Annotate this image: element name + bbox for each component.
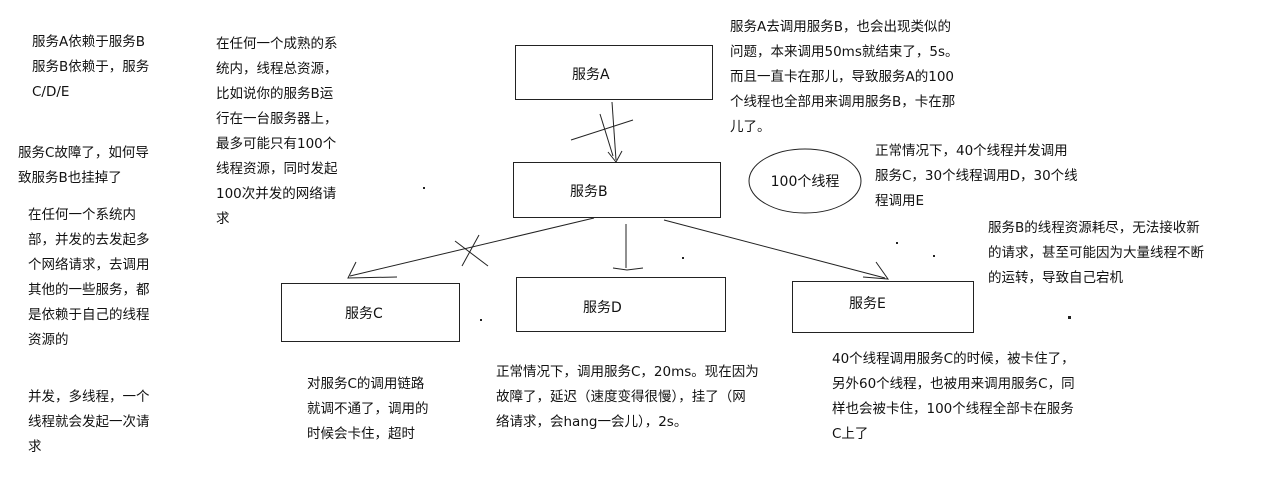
arrow-b-to-d	[612, 224, 644, 271]
service-b-box[interactable]: 服务B	[513, 162, 721, 218]
arrow-b-to-c	[347, 217, 595, 279]
service-b-label: 服务B	[570, 184, 608, 200]
note-question: 服务C故障了，如何导 致服务B也挂掉了	[18, 145, 149, 186]
note-system-concurrency: 在任何一个系统内 部，并发的去发起多 个网络请求，去调用 其他的一些服务，都 是…	[28, 207, 150, 348]
thread-pool-label: 100个线程	[771, 174, 840, 190]
service-d-box[interactable]: 服务D	[516, 277, 726, 332]
note-exhausted: 服务B的线程资源耗尽，无法接收新 的请求，甚至可能因为大量线程不断 的运转，导致…	[988, 220, 1204, 286]
note-normal-distribution: 正常情况下，40个线程并发调用 服务C，30个线程调用D，30个线 程调用E	[875, 143, 1078, 209]
service-d-label: 服务D	[583, 300, 622, 316]
note-dependency: 服务A依赖于服务B 服务B依赖于，服务 C/D/E	[32, 34, 150, 100]
note-multi-thread: 并发，多线程，一个 线程就会发起一次请 求	[28, 389, 150, 455]
note-thread-resource: 在任何一个成熟的系 统内，线程总资源， 比如说你的服务B运 行在一台服务器上， …	[216, 36, 338, 227]
service-e-box[interactable]: 服务E	[792, 281, 974, 333]
thread-pool-ellipse	[748, 148, 862, 214]
service-e-label: 服务E	[849, 296, 886, 312]
service-c-label: 服务C	[345, 306, 383, 322]
note-chain-broken: 对服务C的调用链路 就调不通了，调用的 时候会卡住，超时	[307, 376, 429, 442]
note-service-a-stuck: 服务A去调用服务B，也会出现类似的 问题，本来调用50ms就结束了，5s。 而且…	[730, 19, 959, 135]
service-a-label: 服务A	[572, 67, 610, 83]
arrow-b-to-e	[663, 219, 890, 280]
service-c-box[interactable]: 服务C	[281, 283, 460, 342]
arrow-a-to-b	[570, 101, 634, 163]
note-latency: 正常情况下，调用服务C，20ms。现在因为 故障了，延迟（速度变得很慢），挂了（…	[496, 364, 759, 430]
note-all-stuck: 40个线程调用服务C的时候，被卡住了， 另外60个线程，也被用来调用服务C，同 …	[832, 351, 1075, 442]
service-a-box[interactable]: 服务A	[515, 45, 713, 100]
